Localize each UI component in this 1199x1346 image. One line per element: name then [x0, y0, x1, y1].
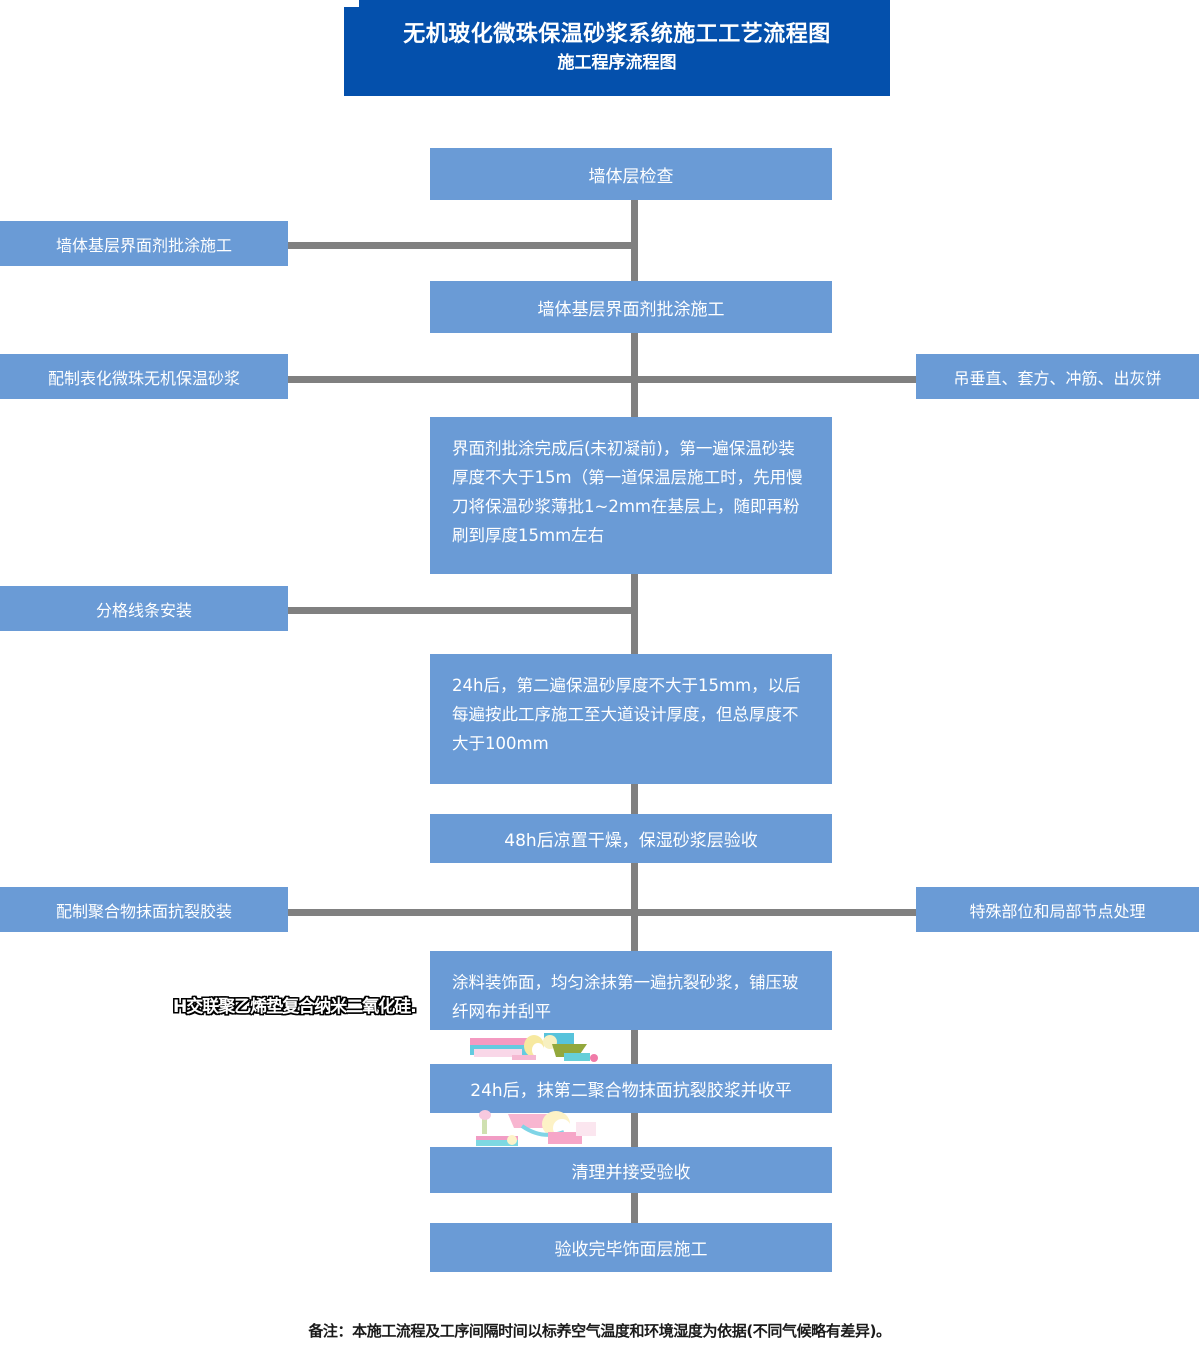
node-label: 墙体层检查	[588, 166, 674, 187]
banner-notch-right	[890, 89, 906, 96]
node-label: 验收完毕饰面层施工	[554, 1240, 708, 1260]
connector-l4-spine	[288, 909, 634, 916]
decorative-artifact-upper	[452, 1030, 602, 1064]
page-subtitle: 施工程序流程图	[557, 53, 677, 73]
node-label: 24h后，抹第二聚合物抹面抗裂胶浆并收平	[470, 1081, 792, 1101]
decorative-artifact-lower	[452, 1110, 604, 1150]
connector-l3-spine	[288, 607, 634, 614]
connector-n3-n4	[631, 573, 638, 655]
node-label: 特殊部位和局部节点处理	[969, 901, 1146, 921]
connector-l1-spine	[288, 242, 634, 249]
node-label: 分格线条安装	[95, 600, 192, 620]
node-label: 墙体基层界面剂批涂施工	[537, 299, 725, 320]
node-label: 墙体基层界面剂批涂施工	[55, 235, 232, 255]
connector-spine-r1	[631, 376, 916, 383]
node-label: 配制聚合物抹面抗裂胶装	[55, 901, 232, 921]
node-label: 48h后凉置干燥，保湿砂浆层验收	[504, 831, 758, 851]
node-48h-dry-acceptance[interactable]: 48h后凉置干燥，保湿砂浆层验收	[430, 814, 832, 863]
overlay-watermark-text: H交联聚乙烯垫复合纳米二氧化硅.	[172, 996, 418, 1018]
connector-n7-n8	[631, 1112, 638, 1148]
node-label: 配制表化微珠无机保温砂浆	[47, 368, 240, 388]
connector-n4-n5	[631, 783, 638, 815]
connector-n8-n9	[631, 1192, 638, 1224]
node-cleanup-acceptance[interactable]: 清理并接受验收	[430, 1147, 832, 1193]
page-title: 无机玻化微珠保温砂浆系统施工工艺流程图	[403, 22, 831, 47]
node-label: 清理并接受验收	[571, 1162, 691, 1183]
connector-n6-n7	[631, 1029, 638, 1065]
node-wall-layer-inspection[interactable]: 墙体层检查	[430, 148, 832, 200]
connector-n1-n2	[631, 199, 638, 283]
connector-l2-spine	[288, 376, 634, 383]
title-banner: 无机玻化微珠保温砂浆系统施工工艺流程图 施工程序流程图	[344, 0, 890, 96]
node-label: 吊垂直、套方、冲筋、出灰饼	[953, 368, 1162, 388]
node-left-grid-line-installation[interactable]: 分格线条安装	[0, 586, 288, 631]
footer-note: 备注：本施工流程及工序间隔时间以标养空气温度和环境湿度为依据(不同气候略有差异)…	[308, 1322, 891, 1340]
node-final-finish-layer[interactable]: 验收完毕饰面层施工	[430, 1223, 832, 1272]
node-interface-agent-application[interactable]: 墙体基层界面剂批涂施工	[430, 281, 832, 333]
node-first-insulation-coat[interactable]: 界面剂批涂完成后(未初凝前)，第一遍保温砂装厚度不大于15m（第一道保温层施工时…	[430, 417, 832, 574]
node-right-plumb-line-setup[interactable]: 吊垂直、套方、冲筋、出灰饼	[916, 354, 1199, 399]
node-left-interface-agent-application[interactable]: 墙体基层界面剂批涂施工	[0, 221, 288, 266]
connector-spine-r2	[631, 909, 916, 916]
node-label: 24h后，第二遍保温砂厚度不大于15mm，以后每遍按此工序施工至大道设计厚度，但…	[452, 676, 801, 753]
node-right-special-node-treatment[interactable]: 特殊部位和局部节点处理	[916, 887, 1199, 932]
connector-n5-n6	[631, 862, 638, 952]
node-label: 界面剂批涂完成后(未初凝前)，第一遍保温砂装厚度不大于15m（第一道保温层施工时…	[452, 439, 803, 545]
node-second-polymer-mortar[interactable]: 24h后，抹第二聚合物抹面抗裂胶浆并收平	[430, 1064, 832, 1113]
node-left-prepare-polymer-adhesive[interactable]: 配制聚合物抹面抗裂胶装	[0, 887, 288, 932]
banner-notch-left	[344, 0, 359, 7]
node-first-crack-resistant-mortar[interactable]: 涂料装饰面，均匀涂抹第一遍抗裂砂浆，铺压玻纤网布并刮平	[430, 951, 832, 1030]
node-left-prepare-insulation-mortar[interactable]: 配制表化微珠无机保温砂浆	[0, 354, 288, 399]
node-label: 涂料装饰面，均匀涂抹第一遍抗裂砂浆，铺压玻纤网布并刮平	[452, 973, 799, 1021]
node-second-insulation-coat[interactable]: 24h后，第二遍保温砂厚度不大于15mm，以后每遍按此工序施工至大道设计厚度，但…	[430, 654, 832, 784]
connector-n2-n3	[631, 332, 638, 418]
